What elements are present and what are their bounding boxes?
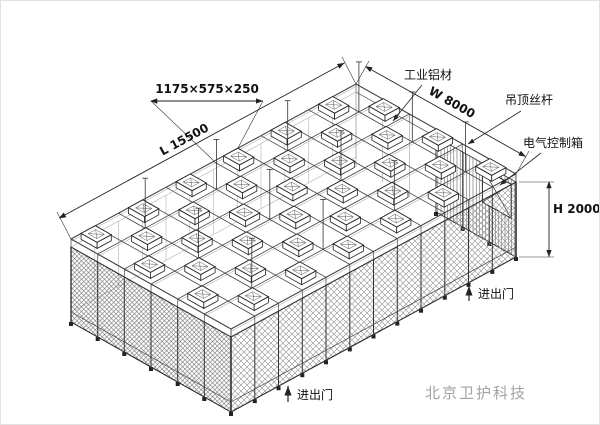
kick-rail <box>70 311 232 403</box>
ffu-grille <box>439 160 442 170</box>
aluminum-label: 工业铝材 <box>404 67 452 82</box>
watermark: 北京卫护科技 <box>425 384 527 402</box>
door-bottom-label: 进出门 <box>297 387 333 402</box>
ffu-grille <box>196 233 198 243</box>
left-wall-base <box>70 321 232 413</box>
extension-line <box>56 211 72 240</box>
front-wall-base <box>230 256 517 413</box>
ffu-grille <box>490 162 492 172</box>
leader-line <box>499 152 542 186</box>
callout-control-box: 电气控制箱 <box>499 135 583 186</box>
door-annotation-right: 进出门 <box>465 286 514 301</box>
post-foot <box>371 334 376 339</box>
left-end-wall <box>69 246 233 416</box>
post-foot <box>229 412 233 416</box>
ffu-grille <box>145 231 148 241</box>
roof-beam-echo <box>177 146 463 302</box>
door-right-label: 进出门 <box>478 286 514 301</box>
ffu-grille <box>347 239 350 249</box>
post-foot <box>324 360 328 365</box>
ffu-grille <box>297 237 299 247</box>
ffu-grille <box>199 261 201 271</box>
post-foot <box>252 399 257 404</box>
ffu-grille <box>95 229 97 239</box>
post-foot <box>276 386 281 391</box>
front-wall <box>229 181 518 416</box>
roof-beam-echo <box>124 116 410 272</box>
ffu-grille <box>252 291 255 301</box>
ffu-grille <box>395 214 397 224</box>
ffu-grille <box>249 263 252 273</box>
ffu-grille <box>389 158 391 168</box>
extension-line <box>515 150 530 175</box>
leader-line <box>467 110 522 145</box>
ffu-grille <box>442 188 445 198</box>
ffu-grille <box>300 265 302 275</box>
leader-line <box>392 84 423 122</box>
post-foot <box>175 382 180 386</box>
post-foot <box>419 308 423 313</box>
post-foot <box>202 397 207 401</box>
ffu-grille <box>148 259 151 269</box>
ffu-grille <box>344 212 347 222</box>
dimension-height: H 2000 <box>519 181 600 258</box>
dimension-unit-size-label: 1175×575×250 <box>155 82 259 96</box>
dimension-line <box>365 66 527 157</box>
post-foot <box>69 322 73 326</box>
post-foot <box>300 373 305 378</box>
dimension-height-label: H 2000 <box>553 202 600 216</box>
roof-beam-width <box>94 225 255 317</box>
extension-line <box>355 60 370 85</box>
ffu-grille <box>246 235 249 245</box>
kick-rail <box>230 246 517 403</box>
post-foot <box>95 337 100 341</box>
post-foot <box>395 321 400 326</box>
post-foot <box>347 347 352 352</box>
callout-ceiling-rod: 吊顶丝杆 <box>467 93 553 145</box>
post-foot <box>466 282 471 287</box>
post-foot <box>122 352 127 356</box>
ffu-grille <box>392 186 394 196</box>
dimension-line <box>58 62 345 219</box>
post-foot <box>490 269 495 274</box>
post-foot <box>442 295 447 300</box>
post-foot <box>149 367 153 371</box>
post-foot <box>514 257 518 261</box>
control-box-label: 电气控制箱 <box>523 135 583 150</box>
extension-line <box>341 56 357 85</box>
ceiling-rod-label: 吊顶丝杆 <box>505 93 553 107</box>
door-annotation-bottom: 进出门 <box>284 386 333 402</box>
ffu-grille <box>202 289 204 299</box>
post-foot <box>434 212 438 216</box>
callout-aluminum: 工业铝材 <box>392 67 452 122</box>
